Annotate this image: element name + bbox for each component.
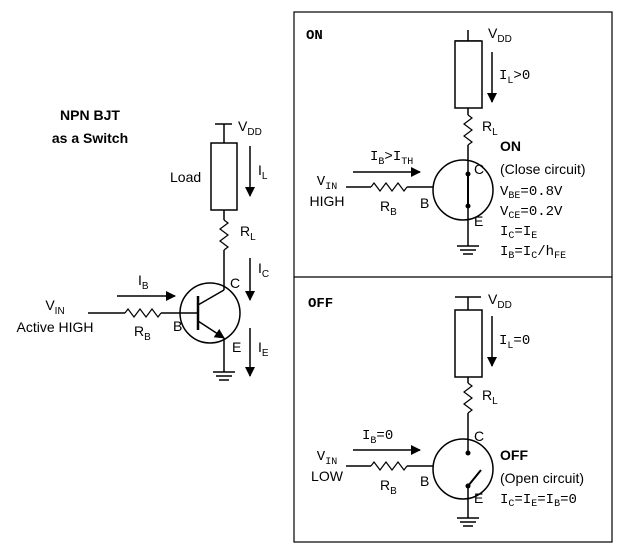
off-rb-label: RB — [380, 477, 397, 497]
rb-label: RB — [134, 323, 151, 343]
off-collector-label: C — [474, 428, 484, 444]
off-rl-label: RL — [482, 387, 498, 407]
on-ic-eq-label: IC=IE — [500, 224, 537, 242]
on-rl-label: RL — [482, 118, 498, 138]
on-rl-resistor — [463, 114, 473, 146]
off-base-label: B — [420, 473, 429, 489]
emitter-label: E — [232, 339, 241, 355]
vin-label: VIN — [45, 297, 64, 317]
on-ground-symbol — [457, 245, 479, 255]
active-high-label: Active HIGH — [16, 319, 93, 335]
off-load-box — [454, 309, 483, 378]
ie-label: IE — [258, 339, 269, 359]
off-transistor-symbol — [432, 438, 494, 500]
rb-resistor — [124, 308, 162, 318]
on-rb-label: RB — [380, 198, 397, 218]
off-open-switch — [467, 469, 482, 487]
off-state-label: OFF — [500, 447, 528, 463]
on-load-box — [454, 40, 483, 109]
on-panel: ON VDD IL>0 RL C E B — [306, 25, 586, 262]
off-desc-label: (Open circuit) — [500, 470, 584, 486]
off-rl-resistor — [463, 382, 473, 414]
off-panel: OFF VDD IL=0 RL C E B RB — [308, 291, 584, 527]
main-title-line1: NPN BJT — [60, 107, 120, 123]
off-eq-label: IC=IE=IB=0 — [500, 492, 577, 510]
rl-label: RL — [240, 223, 256, 243]
on-desc-label: (Close circuit) — [500, 161, 586, 177]
on-il-label: IL>0 — [499, 68, 530, 87]
rl-resistor — [219, 219, 229, 251]
ic-label: IC — [258, 260, 269, 280]
on-state-label: ON — [500, 138, 521, 154]
on-vce-label: VCE=0.2V — [500, 204, 563, 222]
off-ground-symbol — [457, 517, 479, 527]
on-title: ON — [306, 28, 323, 44]
on-ib-condition: IB>ITH — [370, 149, 413, 168]
collector-label: C — [230, 275, 240, 291]
on-rb-resistor — [370, 182, 408, 192]
off-rb-resistor — [370, 461, 408, 471]
on-ib-eq-label: IB=IC/hFE — [500, 244, 566, 262]
ib-label: IB — [138, 272, 149, 292]
on-vbe-label: VBE=0.8V — [500, 184, 563, 202]
on-level-label: HIGH — [310, 193, 345, 209]
emitter-arrow — [197, 320, 225, 339]
off-vin-label: VIN — [317, 449, 337, 468]
left-circuit: NPN BJT as a Switch VDD Load IL RL IC C … — [16, 107, 269, 381]
on-vdd-label: VDD — [488, 25, 512, 45]
on-transistor-symbol — [432, 159, 494, 221]
vdd-label: VDD — [238, 118, 262, 138]
off-title: OFF — [308, 296, 333, 312]
il-label: IL — [258, 162, 268, 182]
ground-symbol — [213, 371, 235, 381]
off-ib-condition: IB=0 — [362, 428, 393, 447]
off-emitter-label: E — [474, 490, 483, 506]
main-title-line2: as a Switch — [52, 130, 128, 146]
off-level-label: LOW — [311, 468, 344, 484]
on-vin-label: VIN — [317, 174, 337, 193]
off-vdd-label: VDD — [488, 291, 512, 311]
load-label: Load — [170, 169, 201, 185]
on-emitter-label: E — [474, 213, 483, 229]
off-il-label: IL=0 — [499, 333, 530, 352]
on-collector-label: C — [474, 161, 484, 177]
on-base-label: B — [420, 195, 429, 211]
base-label: B — [173, 318, 182, 334]
load-box — [210, 142, 238, 211]
